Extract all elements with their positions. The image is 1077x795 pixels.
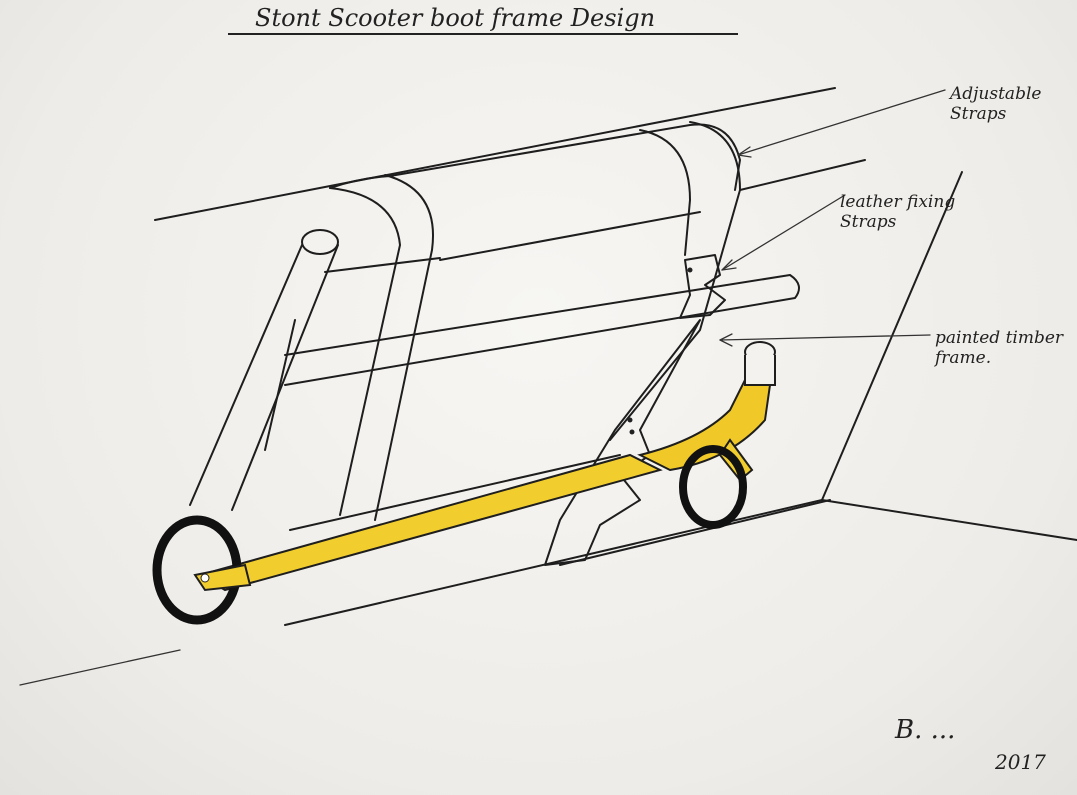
sketch-title: Stont Scooter boot frame Design [255, 4, 656, 32]
adjustable-strap-right [609, 121, 741, 441]
title-underline [228, 33, 738, 35]
label-leather-fixing-straps: leather fixing Straps [840, 192, 956, 233]
signature: B. ... [895, 715, 956, 745]
painted-timber-frame [19, 171, 1077, 686]
boot-outline [154, 87, 866, 273]
left-post [189, 229, 339, 511]
label-adjustable-straps: Adjustable Straps [950, 84, 1042, 125]
horizontal-bar [284, 274, 800, 386]
leader-arrows [719, 89, 946, 347]
scooter [152, 341, 776, 625]
rear-wheel [679, 445, 747, 529]
adjustable-strap-left [329, 174, 434, 521]
signature-year: 2017 [995, 750, 1046, 774]
label-painted-timber-frame: painted timber frame. [935, 328, 1064, 369]
